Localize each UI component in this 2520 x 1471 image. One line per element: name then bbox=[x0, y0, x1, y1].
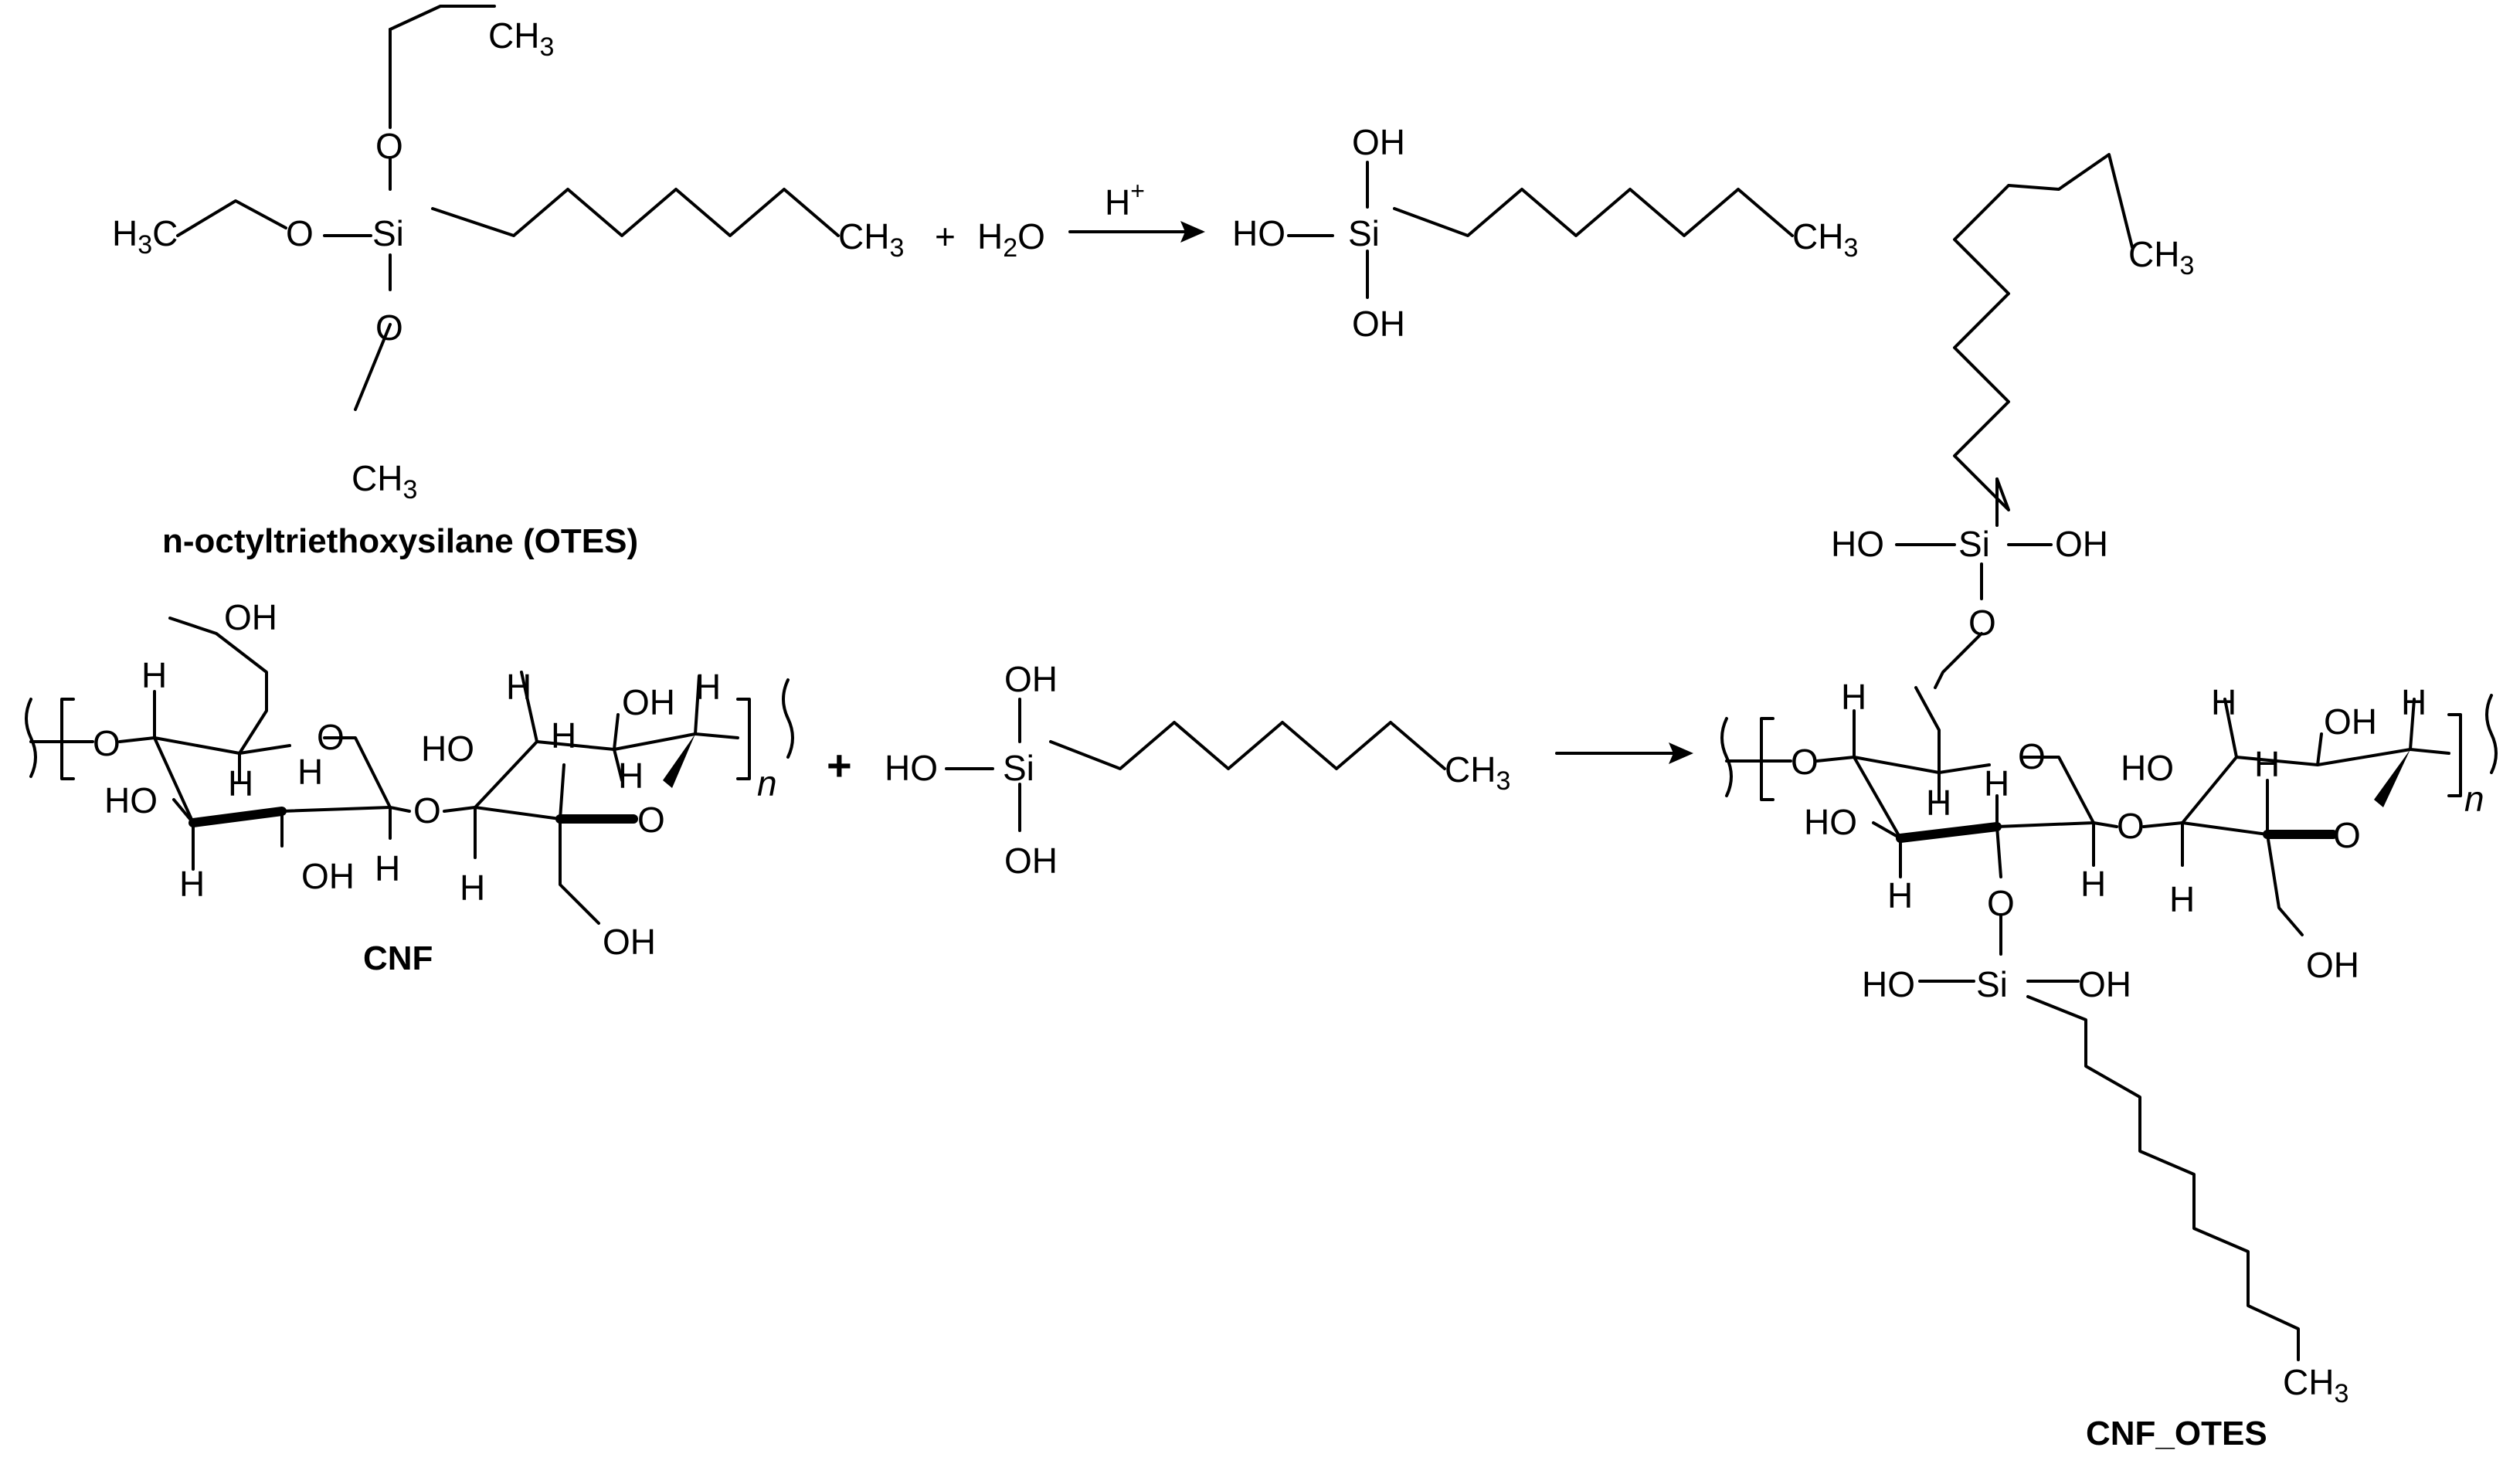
otes-h3c: H3C bbox=[112, 213, 178, 260]
otes-o-top: O bbox=[375, 126, 403, 166]
svg-text:HO: HO bbox=[1804, 802, 1857, 842]
otes-molecule: CH3 O H3C O Si O CH3 CH3 n-octyltriethox… bbox=[112, 5, 904, 560]
svg-text:H: H bbox=[506, 667, 532, 707]
water: H2O bbox=[977, 216, 1045, 263]
svg-text:HO: HO bbox=[1831, 524, 1884, 564]
svg-text:H: H bbox=[1841, 677, 1866, 717]
silanetriol-top: HO OH Si OH CH3 bbox=[1232, 122, 1858, 344]
catalyst-label: H+ bbox=[1105, 177, 1145, 223]
svg-text:H: H bbox=[2401, 682, 2427, 722]
otes-ch3-chain-end: CH3 bbox=[838, 216, 904, 263]
svg-text:H: H bbox=[297, 752, 323, 792]
svg-text:O: O bbox=[1968, 603, 1996, 643]
svg-text:H: H bbox=[2254, 744, 2280, 784]
cnf-repeat-index: n bbox=[757, 763, 777, 803]
svg-text:OH: OH bbox=[2055, 524, 2108, 564]
silanetriol-middle: HO OH Si OH CH3 bbox=[885, 659, 1510, 881]
silanetriol-oh-bottom: OH bbox=[1352, 304, 1405, 344]
silanetriol-si: Si bbox=[1348, 213, 1380, 253]
svg-text:H: H bbox=[179, 864, 205, 904]
svg-text:HO: HO bbox=[2121, 748, 2174, 788]
svg-text:OH: OH bbox=[1004, 659, 1058, 699]
svg-text:O: O bbox=[317, 717, 345, 757]
svg-text:CH3: CH3 bbox=[2128, 234, 2194, 280]
svg-text:O: O bbox=[2333, 815, 2361, 855]
svg-text:OH: OH bbox=[224, 597, 277, 637]
svg-text:OH: OH bbox=[1004, 841, 1058, 881]
silanetriol-ch3: CH3 bbox=[1792, 216, 1858, 263]
otes-o-left: O bbox=[286, 213, 314, 253]
svg-text:O: O bbox=[2018, 736, 2046, 776]
product-name-label: CNF_OTES bbox=[2086, 1415, 2267, 1452]
svg-text:H: H bbox=[1984, 763, 2009, 803]
svg-text:H: H bbox=[2080, 864, 2106, 904]
grafting-arrow bbox=[1555, 742, 1693, 764]
svg-text:OH: OH bbox=[2306, 945, 2359, 985]
svg-text:Si: Si bbox=[1958, 524, 1990, 564]
svg-text:OH: OH bbox=[622, 682, 675, 722]
svg-text:H: H bbox=[618, 756, 644, 796]
svg-text:O: O bbox=[637, 800, 665, 840]
svg-text:H2O: H2O bbox=[977, 216, 1045, 263]
hydrolysis-arrow: H+ bbox=[1068, 177, 1205, 243]
svg-text:H: H bbox=[375, 848, 400, 888]
svg-text:Si: Si bbox=[1003, 748, 1034, 788]
svg-text:HO: HO bbox=[885, 748, 938, 788]
svg-text:H: H bbox=[228, 763, 253, 803]
cnf-molecule: O H OH O H H HO H OH H O H HO OH H H H O… bbox=[25, 597, 794, 977]
svg-text:CH3: CH3 bbox=[2283, 1362, 2348, 1408]
svg-text:H: H bbox=[2211, 682, 2236, 722]
svg-text:O: O bbox=[1791, 742, 1819, 782]
svg-text:H: H bbox=[460, 868, 485, 908]
svg-text:O: O bbox=[1987, 883, 2015, 923]
otes-o-bottom: O bbox=[375, 307, 403, 348]
svg-text:H: H bbox=[1887, 875, 1913, 916]
svg-text:H: H bbox=[2169, 879, 2195, 919]
otes-ch3-top: CH3 bbox=[488, 15, 554, 62]
svg-text:H: H bbox=[551, 715, 576, 756]
svg-text:H: H bbox=[141, 655, 167, 695]
cnf-name-label: CNF bbox=[363, 939, 433, 977]
svg-text:O: O bbox=[93, 723, 121, 763]
svg-text:CH3: CH3 bbox=[1445, 749, 1510, 796]
silanetriol-oh-top: OH bbox=[1352, 122, 1405, 162]
svg-text:OH: OH bbox=[603, 922, 656, 962]
svg-text:O: O bbox=[2117, 806, 2145, 846]
otes-ch3-bottom: CH3 bbox=[352, 458, 417, 504]
svg-text:OH: OH bbox=[2078, 964, 2131, 1004]
svg-text:HO: HO bbox=[1862, 964, 1915, 1004]
plus-sign-1: + bbox=[935, 216, 956, 256]
svg-text:OH: OH bbox=[301, 856, 355, 896]
svg-text:O: O bbox=[413, 790, 441, 831]
svg-text:H: H bbox=[1926, 783, 1951, 823]
svg-text:Si: Si bbox=[1976, 964, 2008, 1004]
svg-text:H: H bbox=[695, 667, 721, 707]
svg-text:n: n bbox=[2464, 779, 2484, 819]
otes-name-label: n-octyltriethoxysilane (OTES) bbox=[162, 522, 638, 560]
svg-text:HO: HO bbox=[104, 780, 158, 820]
svg-text:HO: HO bbox=[421, 729, 474, 769]
otes-si: Si bbox=[372, 213, 404, 253]
silanetriol-ho: HO bbox=[1232, 213, 1285, 253]
cnf-otes-product: HO Si OH O CH3 O H O H H HO H O H O H HO… bbox=[1720, 153, 2498, 1452]
svg-text:OH: OH bbox=[2324, 702, 2377, 742]
plus-sign-2: + bbox=[827, 741, 852, 790]
